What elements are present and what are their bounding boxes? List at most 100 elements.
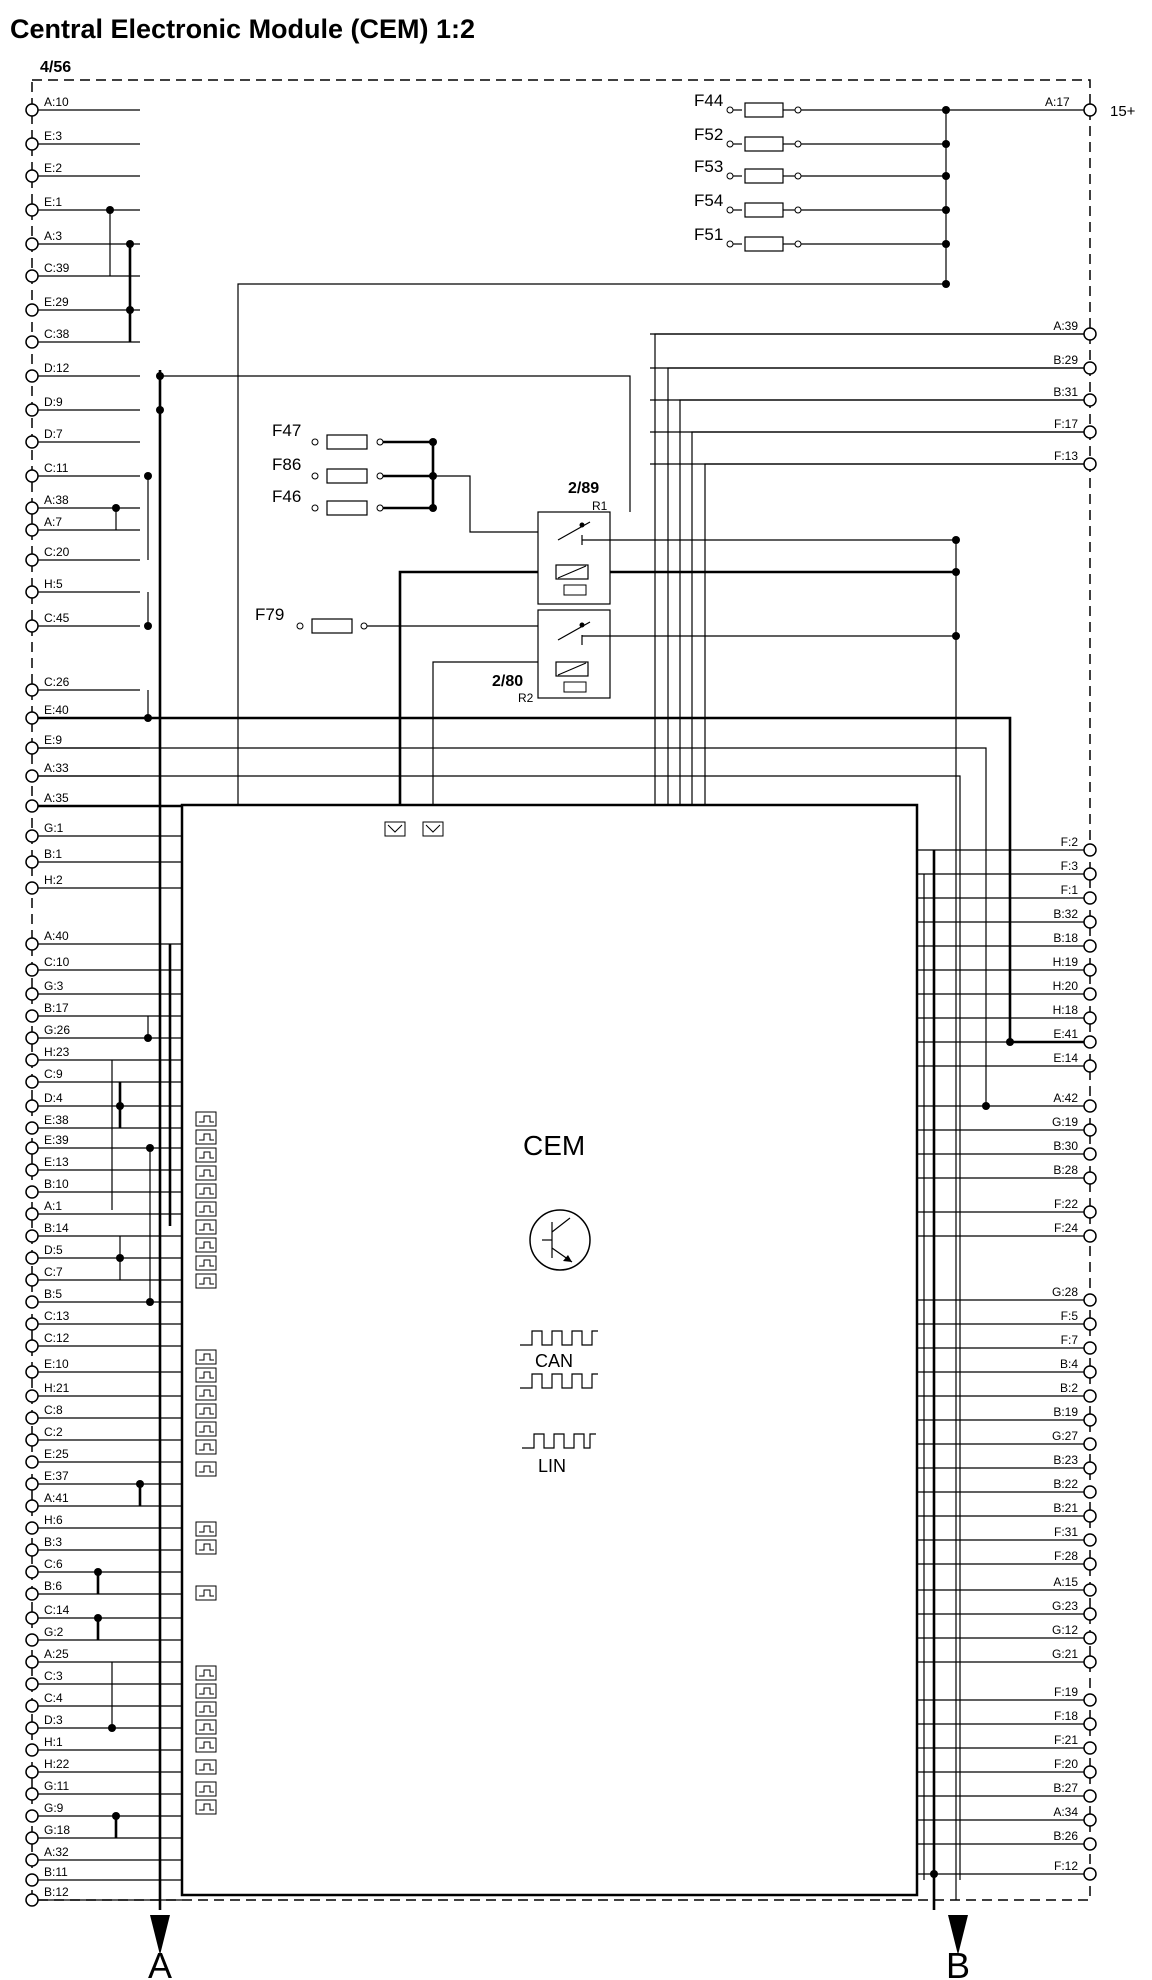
left-pin: C:6 bbox=[25, 1557, 63, 1579]
right-pin-label: B:2 bbox=[1060, 1381, 1078, 1395]
right-pin-label: B:31 bbox=[1053, 385, 1078, 399]
diode-icon bbox=[195, 1237, 217, 1253]
left-pin: B:10 bbox=[25, 1177, 69, 1199]
right-pin: B:2 bbox=[1060, 1381, 1097, 1403]
left-pin-label: E:29 bbox=[44, 295, 69, 309]
fuse-label: F52 bbox=[694, 125, 723, 144]
left-pin-label: A:7 bbox=[44, 515, 62, 529]
left-pin-label: G:26 bbox=[44, 1023, 70, 1037]
left-pin-label: A:41 bbox=[44, 1491, 69, 1505]
diode-icon bbox=[195, 1385, 217, 1401]
left-pin: B:1 bbox=[25, 847, 62, 869]
left-pin: G:2 bbox=[25, 1625, 64, 1647]
can-pulse-icon bbox=[520, 1330, 598, 1389]
left-pin-label: E:2 bbox=[44, 161, 62, 175]
right-pin: H:20 bbox=[1053, 979, 1097, 1001]
left-pin-label: G:11 bbox=[44, 1779, 69, 1793]
diode-icon bbox=[195, 1219, 217, 1235]
right-pin: G:12 bbox=[1052, 1623, 1097, 1645]
left-pin-label: A:33 bbox=[44, 761, 69, 775]
right-pin-label: H:18 bbox=[1053, 1003, 1079, 1017]
diode-icon bbox=[384, 821, 406, 837]
left-pin: E:25 bbox=[25, 1447, 69, 1469]
right-pin-label: B:18 bbox=[1053, 931, 1078, 945]
left-pin-label: B:12 bbox=[44, 1885, 69, 1899]
right-pin: G:21 bbox=[1052, 1647, 1097, 1669]
left-pin-label: D:12 bbox=[44, 361, 70, 375]
left-pin: C:39 bbox=[25, 261, 70, 283]
right-pin-label: F:17 bbox=[1054, 417, 1078, 431]
left-pin-label: C:13 bbox=[44, 1309, 70, 1323]
left-pin: A:33 bbox=[25, 761, 69, 783]
left-pin-label: A:10 bbox=[44, 95, 69, 109]
right-pin-label: B:21 bbox=[1053, 1501, 1078, 1515]
left-pin: H:6 bbox=[25, 1513, 63, 1535]
left-pin: E:40 bbox=[25, 703, 69, 725]
cem-diode-symbols bbox=[195, 821, 444, 1815]
relay-r1: 2/89 R1 bbox=[537, 480, 611, 605]
left-pin-label: A:25 bbox=[44, 1647, 69, 1661]
right-pin: B:31 bbox=[1053, 385, 1097, 407]
left-pin-label: A:3 bbox=[44, 229, 62, 243]
fuse-label: F46 bbox=[272, 487, 301, 506]
fuse-label: F79 bbox=[255, 605, 284, 624]
left-pin: B:17 bbox=[25, 1001, 69, 1023]
transistor-icon bbox=[529, 1209, 591, 1271]
can-label: CAN bbox=[535, 1351, 573, 1371]
left-pin-label: G:2 bbox=[44, 1625, 64, 1639]
right-pin: F:13 bbox=[1054, 449, 1097, 471]
right-pin: B:23 bbox=[1053, 1453, 1097, 1475]
right-pin: F:20 bbox=[1054, 1757, 1097, 1779]
right-pin-label: E:41 bbox=[1053, 1027, 1078, 1041]
relay-r2: 2/80 R2 bbox=[492, 609, 611, 705]
left-pin-label: E:40 bbox=[44, 703, 69, 717]
diagram-title: Central Electronic Module (CEM) 1:2 bbox=[10, 14, 475, 44]
right-pin: A:15 bbox=[1053, 1575, 1097, 1597]
right-pin: F:5 bbox=[1061, 1309, 1097, 1331]
left-pin-label: B:10 bbox=[44, 1177, 69, 1191]
left-pin-label: B:6 bbox=[44, 1579, 62, 1593]
left-pin: B:6 bbox=[25, 1579, 62, 1601]
right-pin-label: F:5 bbox=[1061, 1309, 1079, 1323]
right-pin-label: A:15 bbox=[1053, 1575, 1078, 1589]
left-pin: G:26 bbox=[25, 1023, 70, 1045]
left-pin-label: C:39 bbox=[44, 261, 70, 275]
diode-icon bbox=[195, 1781, 217, 1797]
fuse-icon bbox=[311, 618, 353, 634]
diode-icon bbox=[195, 1461, 217, 1477]
right-pin: F:22 bbox=[1054, 1197, 1097, 1219]
right-pin: G:28 bbox=[1052, 1285, 1097, 1307]
left-pin-label: E:13 bbox=[44, 1155, 69, 1169]
left-pin: G:18 bbox=[25, 1823, 70, 1845]
left-pin-label: A:32 bbox=[44, 1845, 69, 1859]
arrow-a-icon bbox=[150, 1915, 170, 1955]
right-pin-label: B:32 bbox=[1053, 907, 1078, 921]
left-pin-label: H:21 bbox=[44, 1381, 70, 1395]
left-pin: G:9 bbox=[25, 1801, 64, 1823]
diode-icon bbox=[195, 1799, 217, 1815]
left-pin: D:12 bbox=[25, 361, 70, 383]
left-pin-label: H:23 bbox=[44, 1045, 70, 1059]
right-pin-label: H:20 bbox=[1053, 979, 1079, 993]
right-pin-label: B:26 bbox=[1053, 1829, 1078, 1843]
left-pin-label: E:25 bbox=[44, 1447, 69, 1461]
right-pin: H:19 bbox=[1053, 955, 1097, 977]
right-pin-label: F:19 bbox=[1054, 1685, 1078, 1699]
left-pin-label: C:2 bbox=[44, 1425, 63, 1439]
supply-pin-label: A:17 bbox=[1045, 95, 1070, 109]
right-pin-label: F:2 bbox=[1061, 835, 1079, 849]
left-pin-label: G:1 bbox=[44, 821, 64, 835]
left-pin: E:29 bbox=[25, 295, 69, 317]
right-pin-label: G:21 bbox=[1052, 1647, 1078, 1661]
left-pin-label: H:22 bbox=[44, 1757, 70, 1771]
right-pin-label: B:4 bbox=[1060, 1357, 1078, 1371]
right-pin: F:1 bbox=[1061, 883, 1097, 905]
right-pin-label: B:29 bbox=[1053, 353, 1078, 367]
supply-pin bbox=[1083, 103, 1097, 117]
left-pin-label: A:35 bbox=[44, 791, 69, 805]
left-pin-label: E:3 bbox=[44, 129, 62, 143]
diode-icon bbox=[195, 1439, 217, 1455]
fuse-label: F51 bbox=[694, 225, 723, 244]
right-pin: B:27 bbox=[1053, 1781, 1097, 1803]
left-pin: B:3 bbox=[25, 1535, 62, 1557]
